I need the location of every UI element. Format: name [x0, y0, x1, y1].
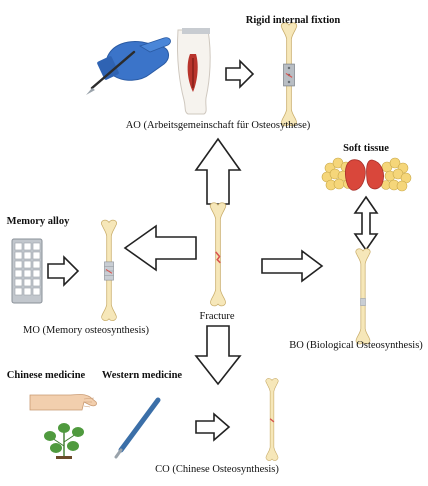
arrow-to-rigid-fixation-icon [225, 59, 255, 89]
surgical-leg-icon [176, 28, 211, 115]
gloved-hand-icon [86, 37, 171, 95]
bo-bone-icon [355, 248, 371, 345]
rigid-fixation-label: Rigid internal fixtion [246, 15, 341, 26]
mo-label: MO (Memory osteosynthesis) [23, 325, 149, 336]
scalpel-icon [114, 397, 161, 459]
co-label: CO (Chinese Osteosynthesis) [155, 464, 279, 475]
fractured-bone-icon [209, 202, 227, 307]
arrow-to-co-bone-icon [195, 412, 231, 442]
fracture-label: Fracture [200, 311, 235, 322]
herb-plant-icon [44, 423, 84, 459]
arrow-right-to-bo-icon [261, 249, 324, 283]
arrow-down-to-co-icon [194, 325, 242, 386]
hand-icon [29, 394, 97, 411]
ao-label: AO (Arbeitsgemeinschaft für Osteosythese… [126, 120, 311, 131]
western-medicine-label: Western medicine [102, 370, 183, 381]
soft-tissue-icon [321, 157, 412, 192]
mo-bone-icon [101, 219, 117, 321]
soft-tissue-label: Soft tissue [343, 143, 389, 154]
rigid-fixation-bone-icon [280, 22, 298, 127]
bo-label: BO (Biological Osteosynthesis) [289, 340, 423, 351]
co-bone-icon [265, 378, 279, 461]
arrow-left-to-mo-icon [123, 224, 197, 272]
double-arrow-icon [353, 195, 379, 252]
arrow-up-to-ao-icon [194, 137, 242, 205]
chinese-medicine-label: Chinese medicine [7, 370, 86, 381]
memory-alloy-label: Memory alloy [7, 216, 70, 227]
arrow-to-mo-bone-icon [47, 255, 80, 287]
memory-alloy-staple-icon [11, 238, 43, 304]
